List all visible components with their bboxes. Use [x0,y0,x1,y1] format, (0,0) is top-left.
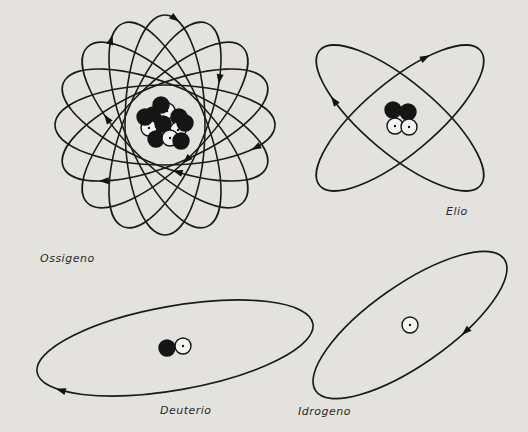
electron-orbit [293,226,527,423]
electron [106,35,113,46]
electron [169,13,179,22]
proton [402,317,418,333]
proton [401,119,417,135]
electron-orbit [59,19,271,231]
element-label: Deuterio [160,404,212,417]
electron-orbit [55,85,275,165]
proton-mark [408,126,410,128]
element-label: Elio [446,205,468,218]
electron-orbit [125,15,205,235]
element-label: Idrogeno [298,405,351,418]
electron-orbit [30,282,320,413]
neutron [173,133,189,149]
proton-mark [177,129,179,131]
neutron [400,104,416,120]
electron [331,97,340,107]
electron-orbit [296,23,503,213]
neutron [385,102,401,118]
electron [56,388,67,395]
proton-mark [394,125,396,127]
electron [99,177,109,184]
electron-orbit [48,46,282,204]
proton-mark [148,127,150,129]
electron-orbit [296,23,503,213]
electron [419,55,429,63]
neutron [153,97,169,113]
neutron [159,340,175,356]
neutron [177,115,193,131]
electron [462,326,472,335]
electron [104,114,113,124]
proton-mark [169,137,171,139]
neutron [137,109,153,125]
element-label: Ossigeno [40,252,95,265]
electron-orbit [59,19,271,231]
electron [217,74,224,84]
proton-mark [409,324,411,326]
proton [175,338,191,354]
proton-mark [182,345,184,347]
